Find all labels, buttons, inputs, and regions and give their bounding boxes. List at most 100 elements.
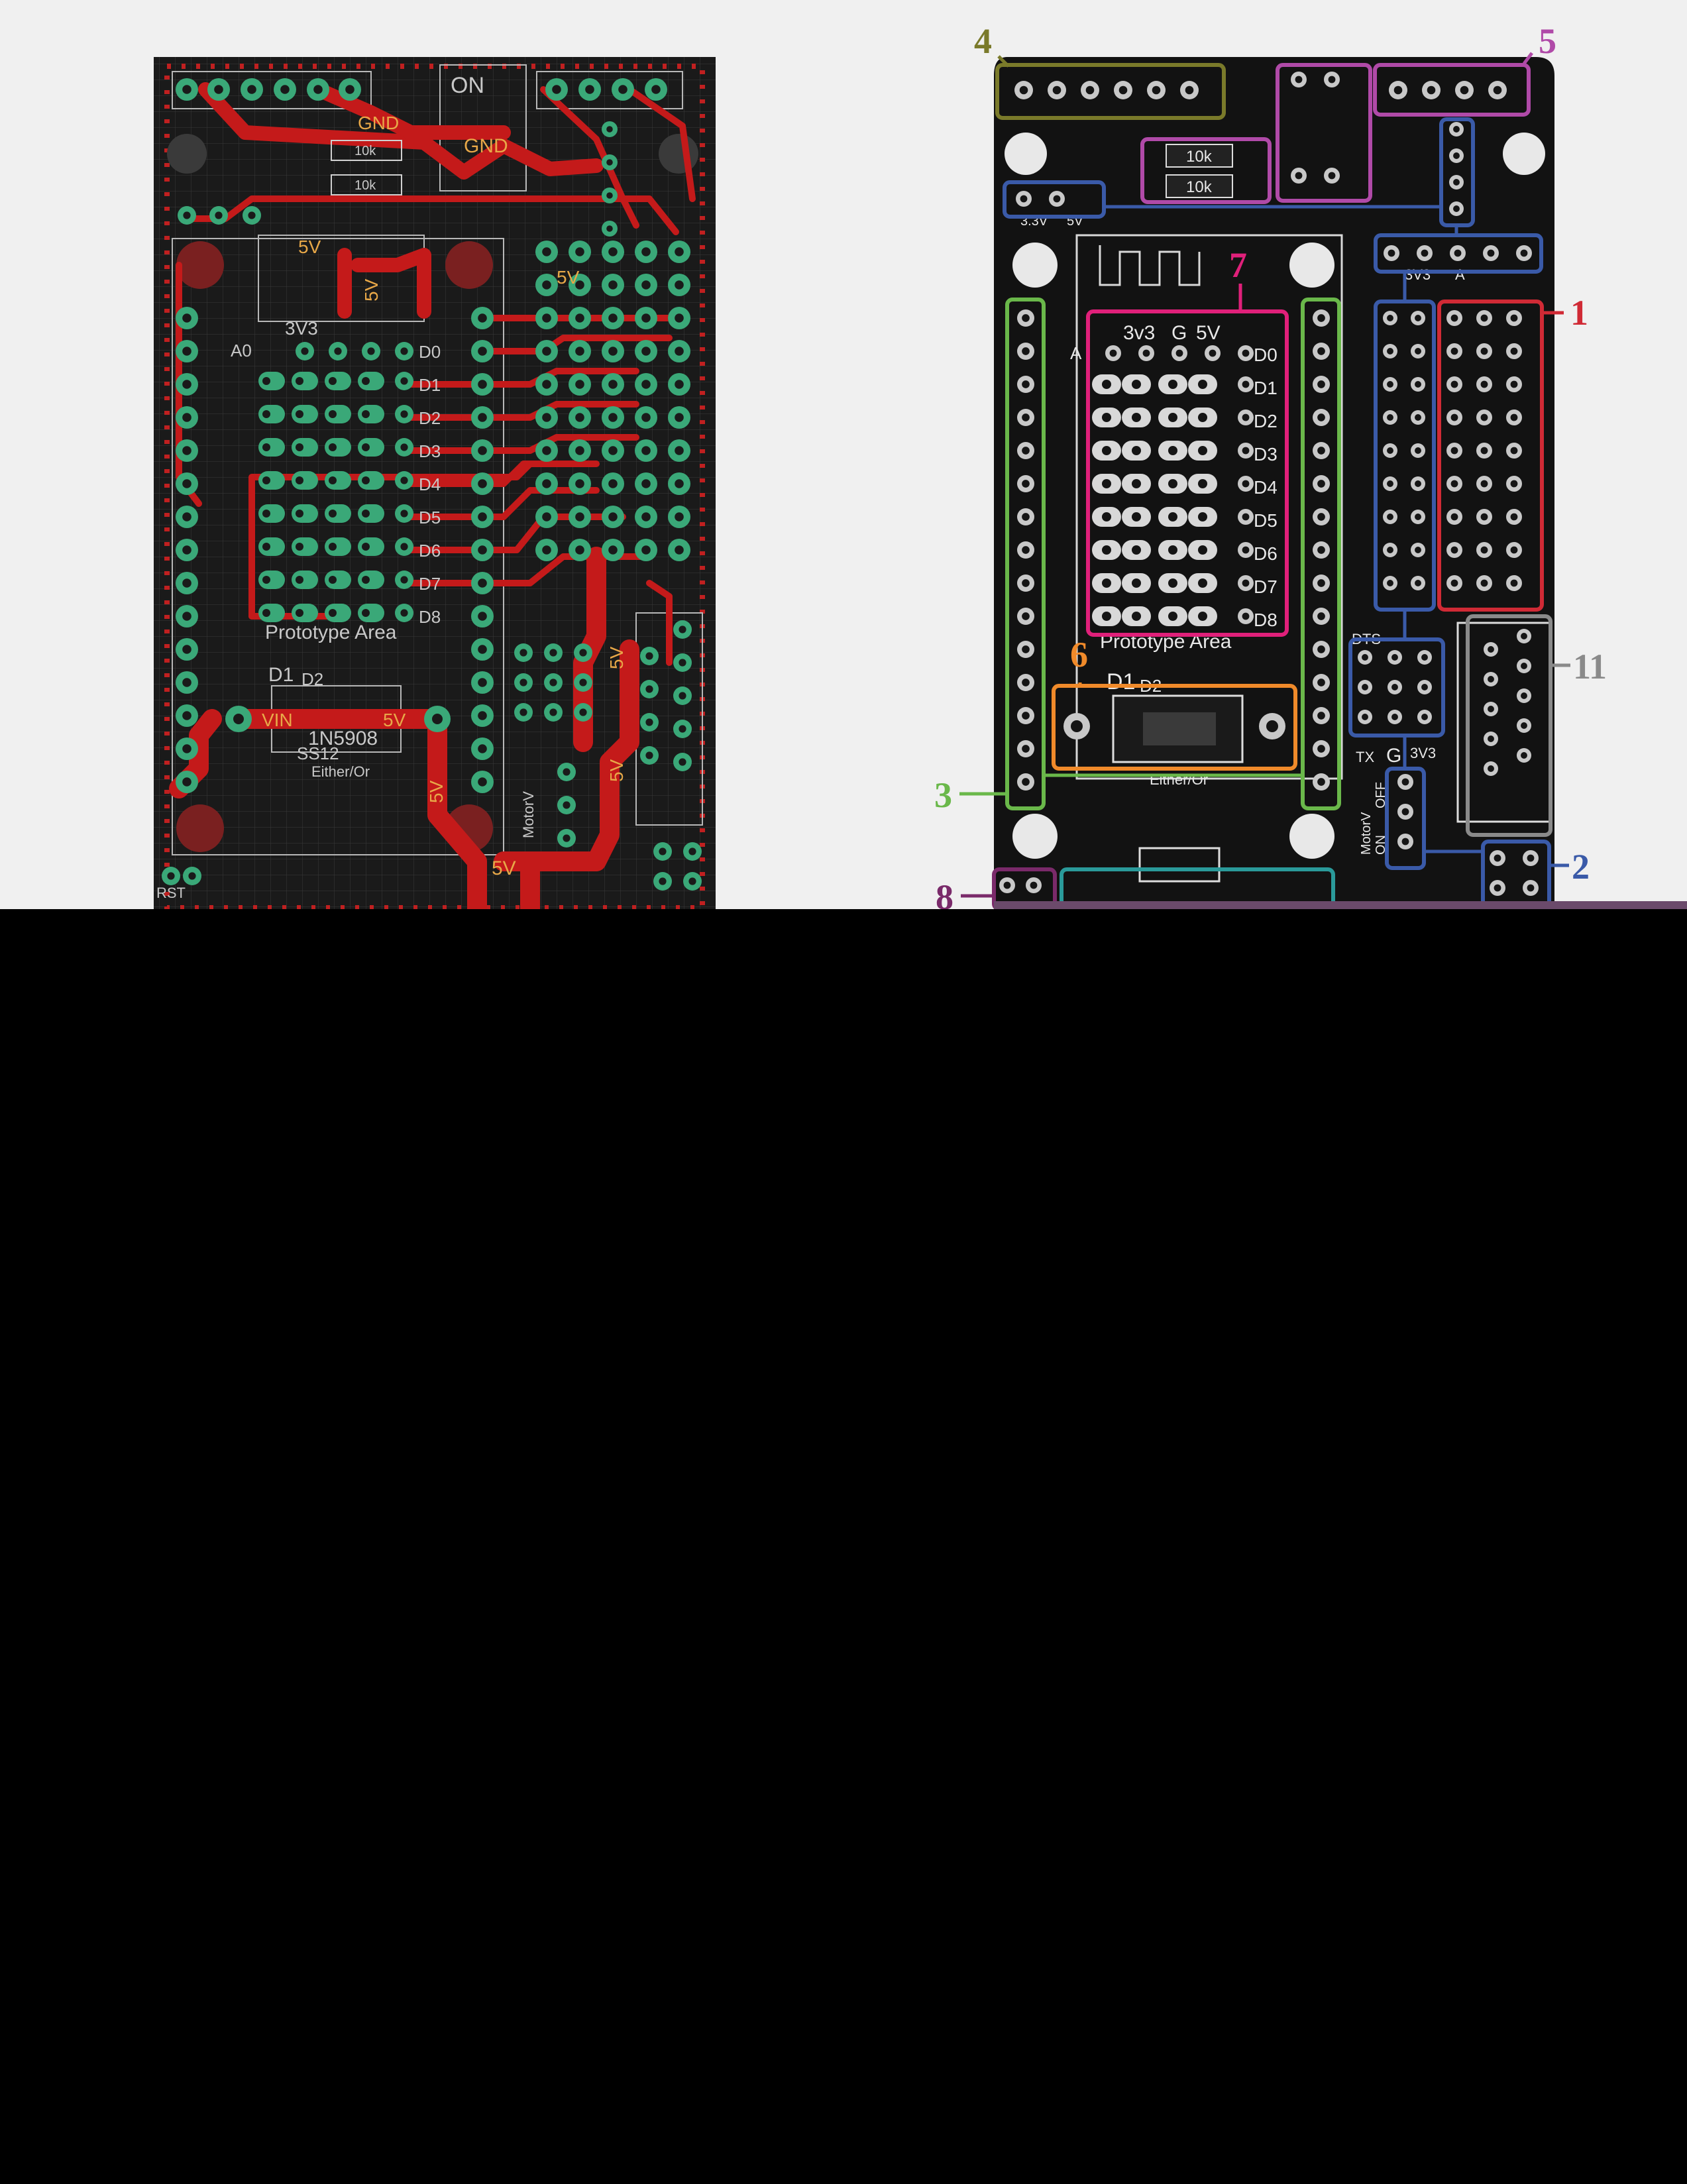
- proto-pad: [358, 537, 384, 556]
- pad: [176, 671, 198, 694]
- pad: [395, 471, 413, 490]
- label-either-or: Either/Or: [311, 763, 370, 780]
- leader-4: [997, 55, 1010, 68]
- pad: [602, 406, 624, 429]
- pad: [653, 872, 672, 891]
- right-labels: 3.3V 5V 10k 10k 3V3 A 3v3 G 5V A D0D1D2D…: [1020, 148, 1465, 855]
- right-mount-holes: [1005, 133, 1545, 859]
- pad: [602, 121, 618, 137]
- pad: [176, 472, 198, 495]
- pad: [535, 307, 558, 329]
- trace: [311, 82, 511, 140]
- pad: [1449, 122, 1464, 136]
- trace: [646, 580, 673, 666]
- pad: [176, 506, 198, 528]
- pad: [1397, 774, 1413, 790]
- proto-pad: [325, 438, 351, 457]
- box-1: [1437, 300, 1544, 612]
- pad: [1313, 608, 1330, 625]
- proto-pad: [1122, 573, 1151, 593]
- pad: [471, 605, 494, 628]
- callout-1: 1: [1570, 293, 1588, 333]
- pad: [635, 241, 657, 263]
- right-d-label: D3: [1254, 444, 1278, 464]
- label-row-3v3: 3V3: [1405, 266, 1431, 283]
- pad: [471, 472, 494, 495]
- label-d1: D1: [1107, 669, 1135, 694]
- pad: [1017, 641, 1034, 658]
- left-board-outline: [164, 64, 705, 909]
- pad: [1476, 476, 1492, 492]
- pad: [640, 713, 659, 732]
- box-5-resistors: [1140, 137, 1272, 204]
- proto-pad: [1092, 540, 1121, 560]
- pad: [1506, 509, 1522, 525]
- pad: [1476, 343, 1492, 359]
- proto-pad: [292, 471, 318, 490]
- left-d-label: D4: [419, 474, 441, 494]
- box-2-e: [1348, 637, 1445, 737]
- pad: [999, 877, 1015, 893]
- label-proto-g: G: [1171, 322, 1187, 344]
- pad: [1417, 650, 1432, 665]
- box-3-left: [1005, 298, 1046, 810]
- label-proto-a: A: [1070, 343, 1082, 363]
- pad: [602, 340, 624, 362]
- pad: [578, 78, 601, 101]
- pad: [602, 539, 624, 561]
- pad: [557, 763, 576, 781]
- pad: [1446, 542, 1462, 558]
- right-d-label: D8: [1254, 610, 1278, 630]
- pad: [640, 746, 659, 765]
- proto-pad: [1092, 374, 1121, 394]
- box-teal: [1060, 867, 1335, 909]
- proto-pad: [325, 372, 351, 390]
- trace: [198, 82, 604, 180]
- pad: [176, 737, 198, 760]
- pad: [1449, 201, 1464, 216]
- proto-pad: [1122, 507, 1151, 527]
- pad: [1483, 245, 1499, 261]
- pad: [1171, 345, 1187, 361]
- left-d-label: D3: [419, 441, 441, 461]
- pad: [1313, 541, 1330, 559]
- pad: [1017, 541, 1034, 559]
- box-3-right: [1301, 298, 1341, 810]
- label-row-a: A: [1455, 266, 1465, 283]
- pad: [544, 673, 563, 692]
- callout-2: 2: [1572, 847, 1590, 887]
- pad: [514, 643, 533, 662]
- proto-pad: [1158, 573, 1187, 593]
- pad: [1238, 443, 1254, 459]
- pad: [673, 686, 692, 705]
- left-d-label: D1: [419, 375, 441, 395]
- callout-numbers: 4 5 7 1 11 6 3 2 8: [934, 21, 1607, 909]
- proto-pad: [1092, 441, 1121, 461]
- pad: [602, 241, 624, 263]
- label-5v-b: 5V: [361, 278, 382, 301]
- callout-6: 6: [1070, 635, 1088, 675]
- left-d-label: D8: [419, 607, 441, 627]
- pad: [1506, 542, 1522, 558]
- pad: [1417, 245, 1433, 261]
- pad: [557, 829, 576, 847]
- left-pads: [162, 78, 702, 891]
- proto-pad: [1092, 507, 1121, 527]
- pad: [1411, 443, 1425, 458]
- resistor-body: [331, 174, 402, 195]
- pad: [1358, 680, 1372, 694]
- left-d-label: D6: [419, 541, 441, 561]
- box-2-g: [1481, 840, 1551, 909]
- pad: [514, 673, 533, 692]
- pad: [1205, 345, 1221, 361]
- pad: [535, 241, 558, 263]
- pad: [1506, 410, 1522, 425]
- pad: [1026, 877, 1042, 893]
- pad: [673, 720, 692, 738]
- proto-pad: [358, 405, 384, 423]
- pad: [176, 78, 198, 101]
- label-vin: VIN: [262, 710, 293, 730]
- pad: [535, 373, 558, 396]
- pad: [1446, 343, 1462, 359]
- pad: [1517, 688, 1531, 703]
